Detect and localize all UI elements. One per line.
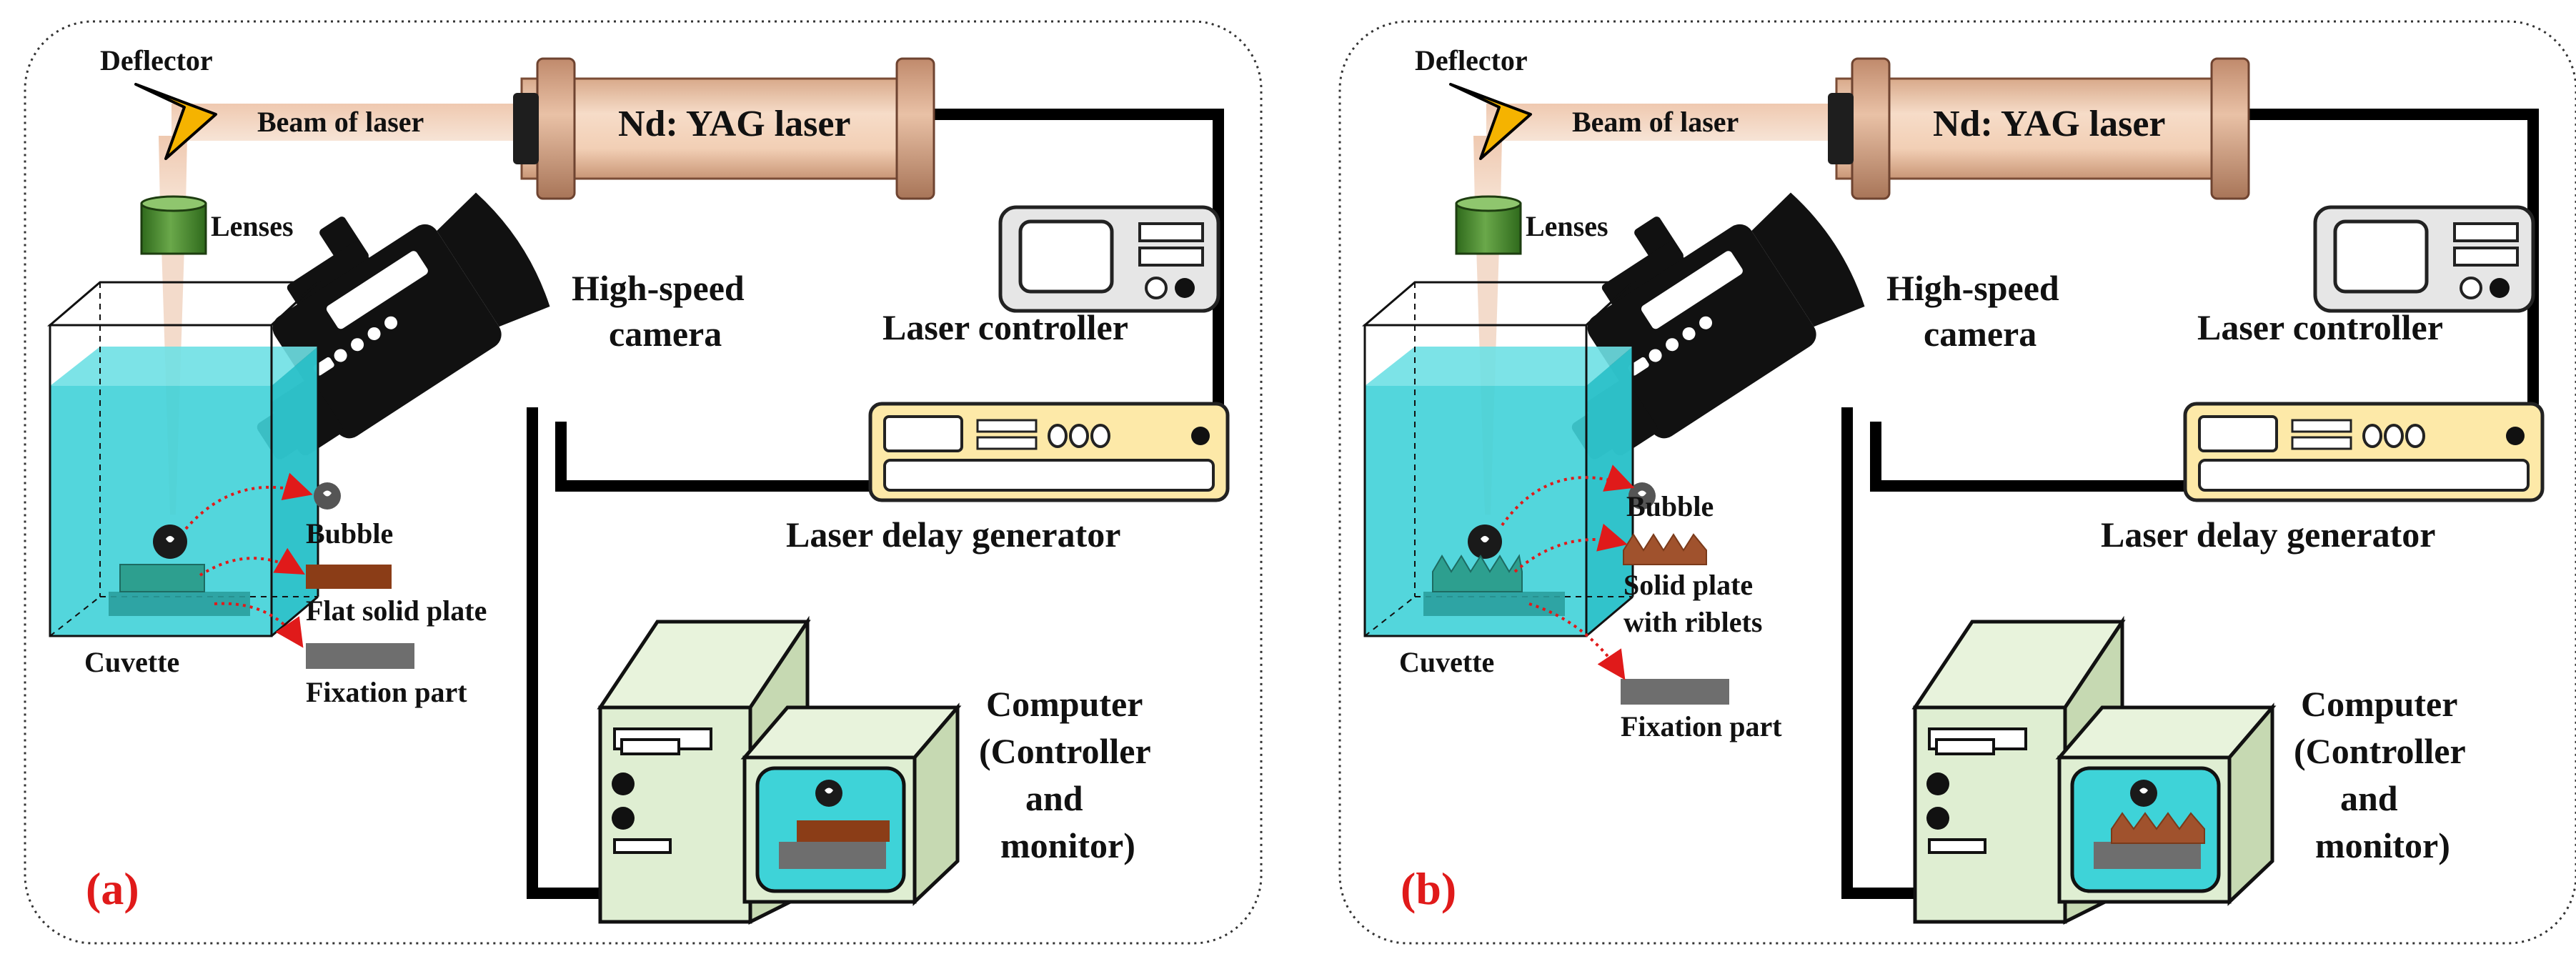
label-laser-controller: Laser controller: [882, 307, 1128, 347]
label-plate: Flat solid plate: [306, 595, 487, 627]
label-plate-b-line1: Solid plate: [1623, 569, 1753, 601]
label-laser-controller-b: Laser controller: [2197, 307, 2443, 347]
label-delay-generator-b: Laser delay generator: [2101, 515, 2435, 555]
label-computer-b-line4: monitor): [2315, 825, 2450, 865]
riblet-plate-on-monitor: [2111, 812, 2205, 844]
arrow-fixation: [214, 602, 304, 648]
label-beam: Beam of laser: [257, 106, 424, 138]
arrow-plate: [199, 547, 305, 577]
label-beam-b: Beam of laser: [1572, 106, 1739, 138]
label-camera-line1: High-speed: [572, 268, 745, 308]
label-computer-b-line2: (Controller: [2294, 731, 2466, 771]
flat-plate-legend-swatch: [306, 565, 392, 589]
label-computer-line3: and: [1025, 778, 1083, 818]
panel-tag-a: (a): [86, 863, 139, 914]
arrow-bubble-b: [1501, 464, 1635, 527]
label-computer-line1: Computer: [986, 684, 1143, 724]
riblet-plate-legend-swatch: [1623, 533, 1707, 565]
label-lenses-b: Lenses: [1526, 210, 1608, 242]
arrow-plate-b: [1513, 523, 1628, 573]
riblet-plate-in-cuvette: [1432, 554, 1523, 592]
label-camera-b-line2: camera: [1924, 314, 2037, 354]
panel-a: Deflector Beam of laser Nd: YAG laser Le…: [25, 21, 1261, 943]
label-delay-generator: Laser delay generator: [786, 515, 1120, 555]
label-deflector-b: Deflector: [1415, 44, 1528, 76]
label-computer-b-line1: Computer: [2301, 684, 2457, 724]
label-lenses: Lenses: [211, 210, 294, 242]
label-bubble-b: Bubble: [1626, 490, 1714, 522]
label-computer-b-line3: and: [2340, 778, 2398, 818]
label-computer-line2: (Controller: [979, 731, 1151, 771]
fixation-legend-mask: [1621, 643, 1729, 669]
label-deflector: Deflector: [100, 44, 213, 76]
label-camera-b-line1: High-speed: [1886, 268, 2059, 308]
label-laser: Nd: YAG laser: [618, 104, 850, 144]
label-fixation: Fixation part: [306, 676, 467, 708]
flat-plate-in-cuvette: [119, 564, 205, 592]
label-camera-line2: camera: [609, 314, 722, 354]
label-laser-b: Nd: YAG laser: [1933, 104, 2165, 144]
arrow-fixation-b: [1528, 602, 1626, 680]
arrow-bubble: [184, 472, 313, 530]
fixation-legend-swatch-b: [1621, 679, 1729, 705]
label-cuvette-b: Cuvette: [1399, 646, 1494, 678]
label-computer-line4: monitor): [1000, 825, 1135, 865]
label-fixation-b: Fixation part: [1621, 710, 1782, 742]
label-bubble: Bubble: [306, 517, 393, 550]
panel-b: Deflector Beam of laser Nd: YAG laser Le…: [1340, 21, 2576, 943]
panel-tag-b: (b): [1401, 863, 1456, 914]
label-plate-b-line2: with riblets: [1623, 606, 1762, 638]
flat-plate-on-monitor: [797, 820, 890, 842]
label-cuvette: Cuvette: [84, 646, 179, 678]
